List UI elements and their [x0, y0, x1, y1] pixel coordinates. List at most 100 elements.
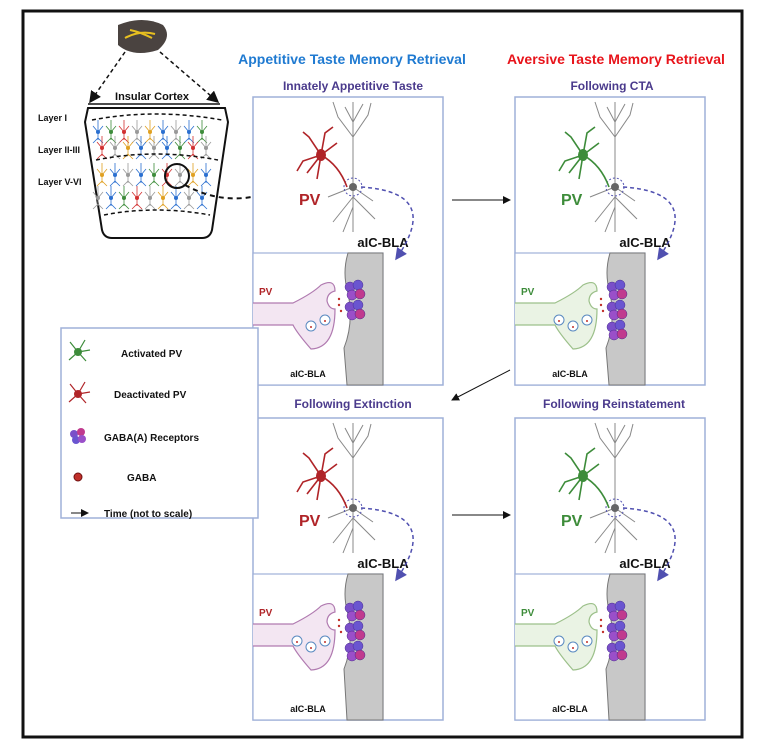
- activated-pv-icon: [68, 339, 91, 362]
- cortical-neuron: [187, 136, 199, 160]
- cortical-neuron: [135, 163, 147, 187]
- panel-title: Following Reinstatement: [543, 397, 685, 411]
- gaba-molecule: [337, 618, 341, 622]
- gaba-a-receptor-cluster: [606, 279, 628, 301]
- cortex-section: [83, 107, 230, 239]
- insular-cortex-label: Insular Cortex: [115, 91, 190, 103]
- time-arrow: [451, 369, 511, 401]
- cortical-neuron: [183, 120, 195, 144]
- cortical-neuron: [196, 120, 208, 144]
- zoom-arrow: [184, 176, 300, 200]
- cortical-neuron: [92, 186, 104, 210]
- gaba-a-receptor-cluster: [344, 279, 366, 301]
- panel-innately-appetitive-taste: Innately Appetitive TastePVaIC-BLAPVaIC-…: [252, 79, 444, 386]
- legend: Activated PV Deactivated PV GABA(A) Rece…: [60, 327, 259, 520]
- cortical-neuron: [135, 136, 147, 160]
- cortical-neuron: [157, 120, 169, 144]
- appetitive-heading: Appetitive Taste Memory Retrieval: [238, 51, 466, 67]
- gaba-vesicle: [567, 641, 579, 653]
- gaba-vesicle: [553, 635, 565, 647]
- target-label: aIC-BLA: [357, 235, 409, 250]
- gaba-icon: [73, 472, 83, 482]
- deactivated-pv-icon: [68, 381, 91, 404]
- rat-brain-image: [118, 20, 167, 54]
- gaba-molecule: [339, 309, 343, 313]
- cortical-neuron: [96, 163, 108, 187]
- pv-label: PV: [299, 192, 321, 209]
- gaba-a-receptor-cluster: [606, 319, 628, 341]
- gaba-vesicle: [567, 320, 579, 332]
- gaba-a-receptor-cluster: [344, 640, 366, 662]
- zoom-arrow: [360, 186, 414, 261]
- pv-axon-terminal: [253, 281, 336, 350]
- panel-title: Innately Appetitive Taste: [283, 79, 423, 93]
- gaba-vesicle: [305, 320, 317, 332]
- gaba-molecule: [599, 297, 603, 301]
- cortical-neuron: [109, 136, 121, 160]
- zoom-arrow: [360, 507, 414, 582]
- cortical-neuron: [144, 186, 156, 210]
- cortical-neuron: [109, 163, 121, 187]
- cortical-neuron: [174, 163, 186, 187]
- cortical-neuron: [122, 163, 134, 187]
- gaba-a-receptor-cluster: [606, 640, 628, 662]
- cortical-neuron: [148, 136, 160, 160]
- legend-label: GABA: [127, 473, 156, 484]
- pyramidal-neuron: [589, 422, 638, 554]
- cortical-neuron: [170, 120, 182, 144]
- cortical-neuron: [183, 186, 195, 210]
- cortical-neuron: [161, 136, 173, 160]
- cortical-neuron: [131, 120, 143, 144]
- panel-title: Following Extinction: [294, 397, 411, 411]
- pv-label: PV: [299, 513, 321, 530]
- cortical-neuron: [200, 163, 212, 187]
- gaba-vesicle: [291, 635, 303, 647]
- gaba-molecule: [337, 303, 341, 307]
- cortical-neuron: [118, 186, 130, 210]
- gaba-a-receptor-cluster: [606, 299, 628, 321]
- inset-target-label: aIC-BLA: [552, 704, 588, 714]
- legend-box: [60, 327, 259, 519]
- gaba-molecule: [337, 297, 341, 301]
- inset-pv-label: PV: [521, 287, 535, 298]
- pyramidal-neuron: [589, 101, 638, 233]
- gaba-molecule: [337, 624, 341, 628]
- legend-label: Deactivated PV: [114, 390, 187, 401]
- gaba-vesicle: [581, 635, 593, 647]
- cortical-neuron: [144, 120, 156, 144]
- cortical-neuron: [174, 136, 186, 160]
- cortical-neuron: [96, 136, 108, 160]
- zoom-arrow: [622, 186, 676, 261]
- gaba-vesicle: [305, 641, 317, 653]
- layer-label: Layer I: [38, 113, 67, 123]
- activated-pv-neuron: [558, 126, 610, 188]
- layer-label: Layer II-III: [38, 145, 80, 155]
- gaba-molecule: [339, 630, 343, 634]
- panel-title: Following CTA: [570, 79, 653, 93]
- legend-label: Time (not to scale): [104, 509, 192, 520]
- inset-pv-label: PV: [521, 608, 535, 619]
- deactivated-pv-neuron: [296, 126, 348, 188]
- cortical-neuron: [148, 163, 160, 187]
- cortical-neuron: [92, 120, 104, 144]
- gaba-a-receptor-icon: [70, 428, 86, 444]
- gaba-vesicle: [581, 314, 593, 326]
- activated-pv-neuron: [558, 447, 610, 509]
- layer-label: Layer V-VI: [38, 177, 82, 187]
- cortical-neurons: [92, 120, 212, 210]
- gaba-molecule: [601, 309, 605, 313]
- pv-label: PV: [561, 192, 583, 209]
- cortical-neuron: [105, 186, 117, 210]
- cortical-neuron: [131, 186, 143, 210]
- inset-pv-label: PV: [259, 287, 273, 298]
- synapse-inset: PV aIC-BLA: [514, 573, 646, 721]
- gaba-vesicle: [319, 635, 331, 647]
- gaba-a-receptor-cluster: [606, 620, 628, 642]
